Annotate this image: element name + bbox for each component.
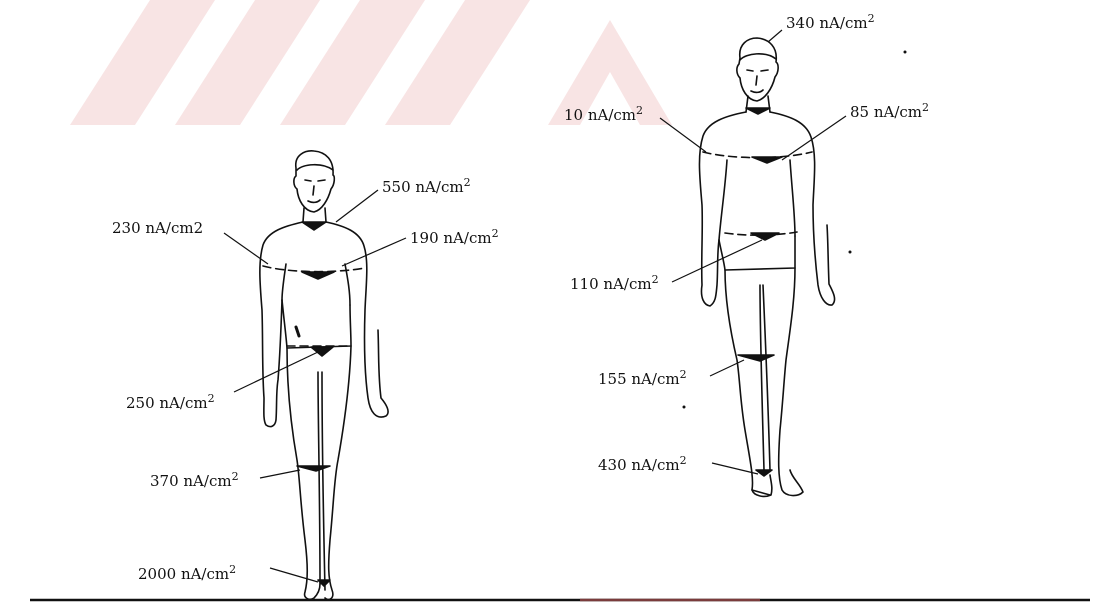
label-back-arm: 10 nA/cm2	[564, 106, 643, 124]
label-front-arm: 230 nA/cm2	[112, 219, 203, 237]
watermark-logo	[70, 0, 755, 125]
label-front-waist: 250 nA/cm2	[126, 394, 215, 412]
label-front-neck: 550 nA/cm2	[382, 178, 471, 196]
label-front-ankle: 2000 nA/cm2	[138, 565, 236, 583]
back-body-figure	[699, 38, 834, 496]
label-front-chest: 190 nA/cm2	[410, 229, 499, 247]
label-back-chest: 85 nA/cm2	[850, 103, 929, 121]
label-front-knee: 370 nA/cm2	[150, 472, 239, 490]
label-back-ankle: 430 nA/cm2	[598, 456, 687, 474]
label-back-waist: 110 nA/cm2	[570, 275, 659, 293]
label-back-knee: 155 nA/cm2	[598, 370, 687, 388]
front-body-figure	[260, 151, 388, 600]
label-back-head: 340 nA/cm2	[786, 14, 875, 32]
front-leader-lines	[224, 190, 406, 582]
